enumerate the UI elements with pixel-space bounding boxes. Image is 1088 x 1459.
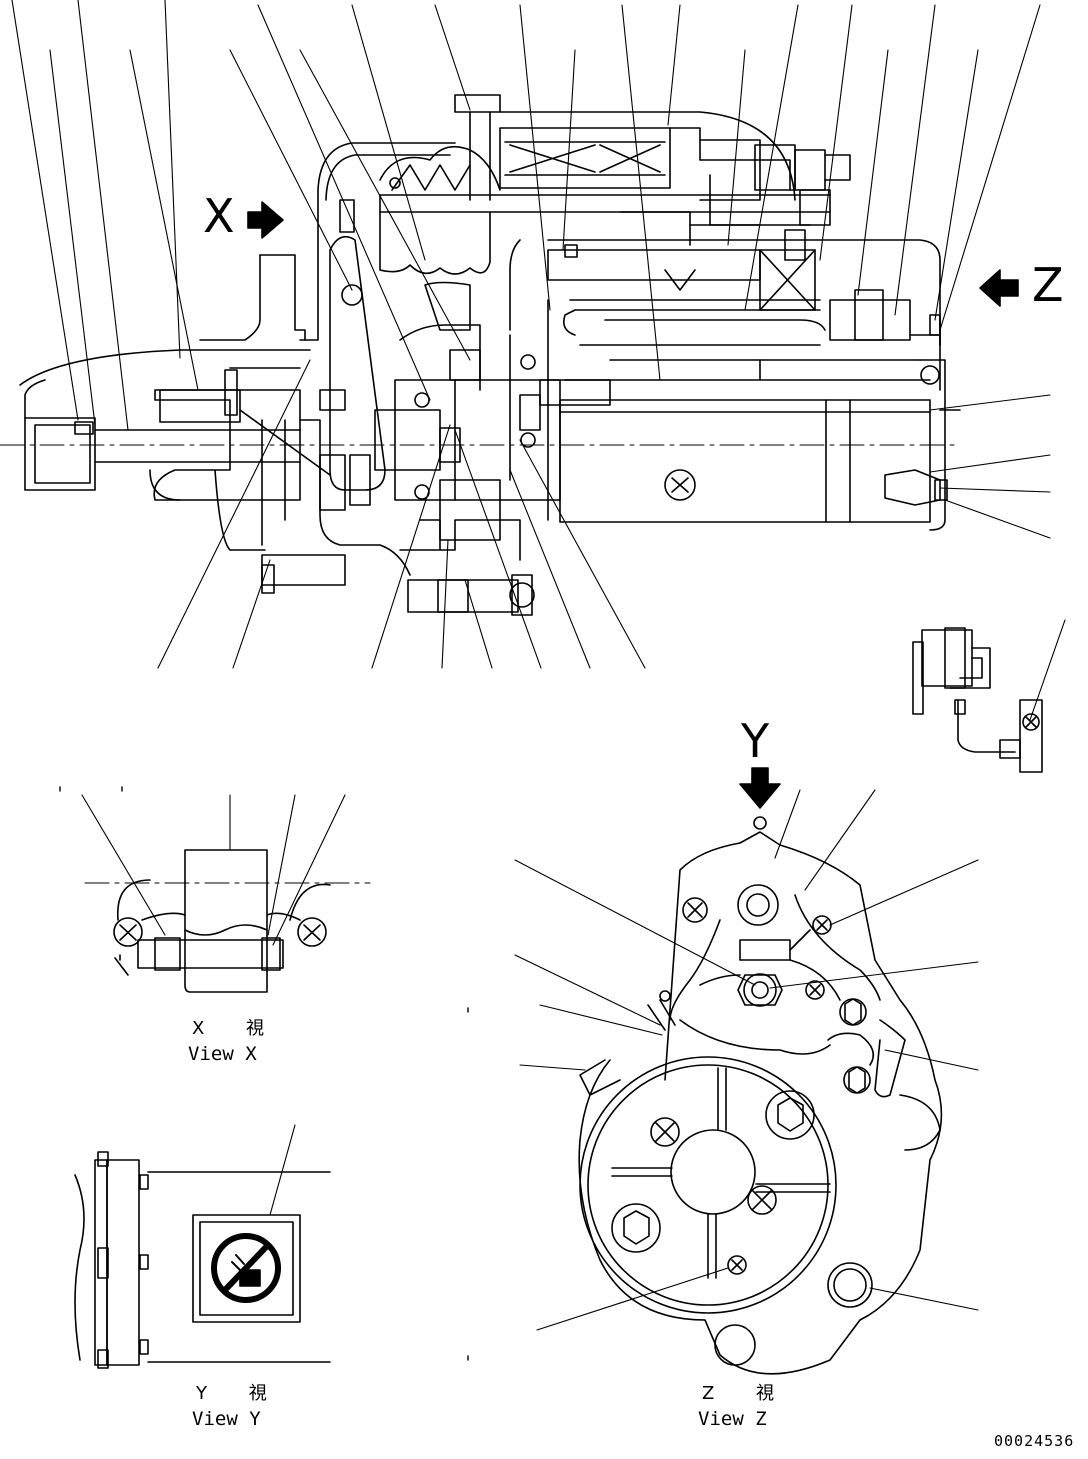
pinion-shaft bbox=[19, 349, 311, 491]
arrow-icon bbox=[979, 269, 1019, 307]
magnetic-switch bbox=[379, 94, 851, 275]
tick-marks bbox=[59, 786, 469, 1361]
arrow-icon bbox=[739, 767, 781, 809]
starter-motor-section-view bbox=[0, 0, 1051, 669]
caption-view-y-jp: Y 視 bbox=[196, 1383, 285, 1404]
view-z-drawing bbox=[514, 789, 979, 1375]
caption-view-x-en: View X bbox=[188, 1043, 257, 1065]
leader-lines-top bbox=[11, 0, 1041, 431]
shift-lever bbox=[319, 199, 386, 511]
armature-yoke bbox=[509, 229, 961, 531]
drawing-number: 00024536 bbox=[994, 1432, 1075, 1450]
caption-view-y-en: View Y bbox=[192, 1408, 261, 1430]
arrow-icon bbox=[247, 201, 284, 239]
caption-view-z-en: View Z bbox=[698, 1408, 767, 1430]
view-y-drawing bbox=[74, 1124, 331, 1369]
overrunning-clutch bbox=[374, 281, 561, 616]
view-x-drawing bbox=[81, 794, 371, 993]
leader-lines-view-z bbox=[514, 789, 979, 1331]
leader-lines-bottom bbox=[157, 359, 1051, 669]
front-housing bbox=[149, 142, 456, 594]
view-marker-x: X bbox=[203, 189, 235, 243]
caption-view-z-jp: Z 視 bbox=[702, 1383, 793, 1404]
view-marker-z: Z bbox=[1032, 258, 1064, 312]
view-marker-y: Y bbox=[741, 714, 770, 768]
caption-view-x-jp: X 視 bbox=[192, 1018, 283, 1039]
no-water-spray-icon bbox=[211, 1233, 281, 1303]
connector-detail bbox=[912, 619, 1066, 773]
